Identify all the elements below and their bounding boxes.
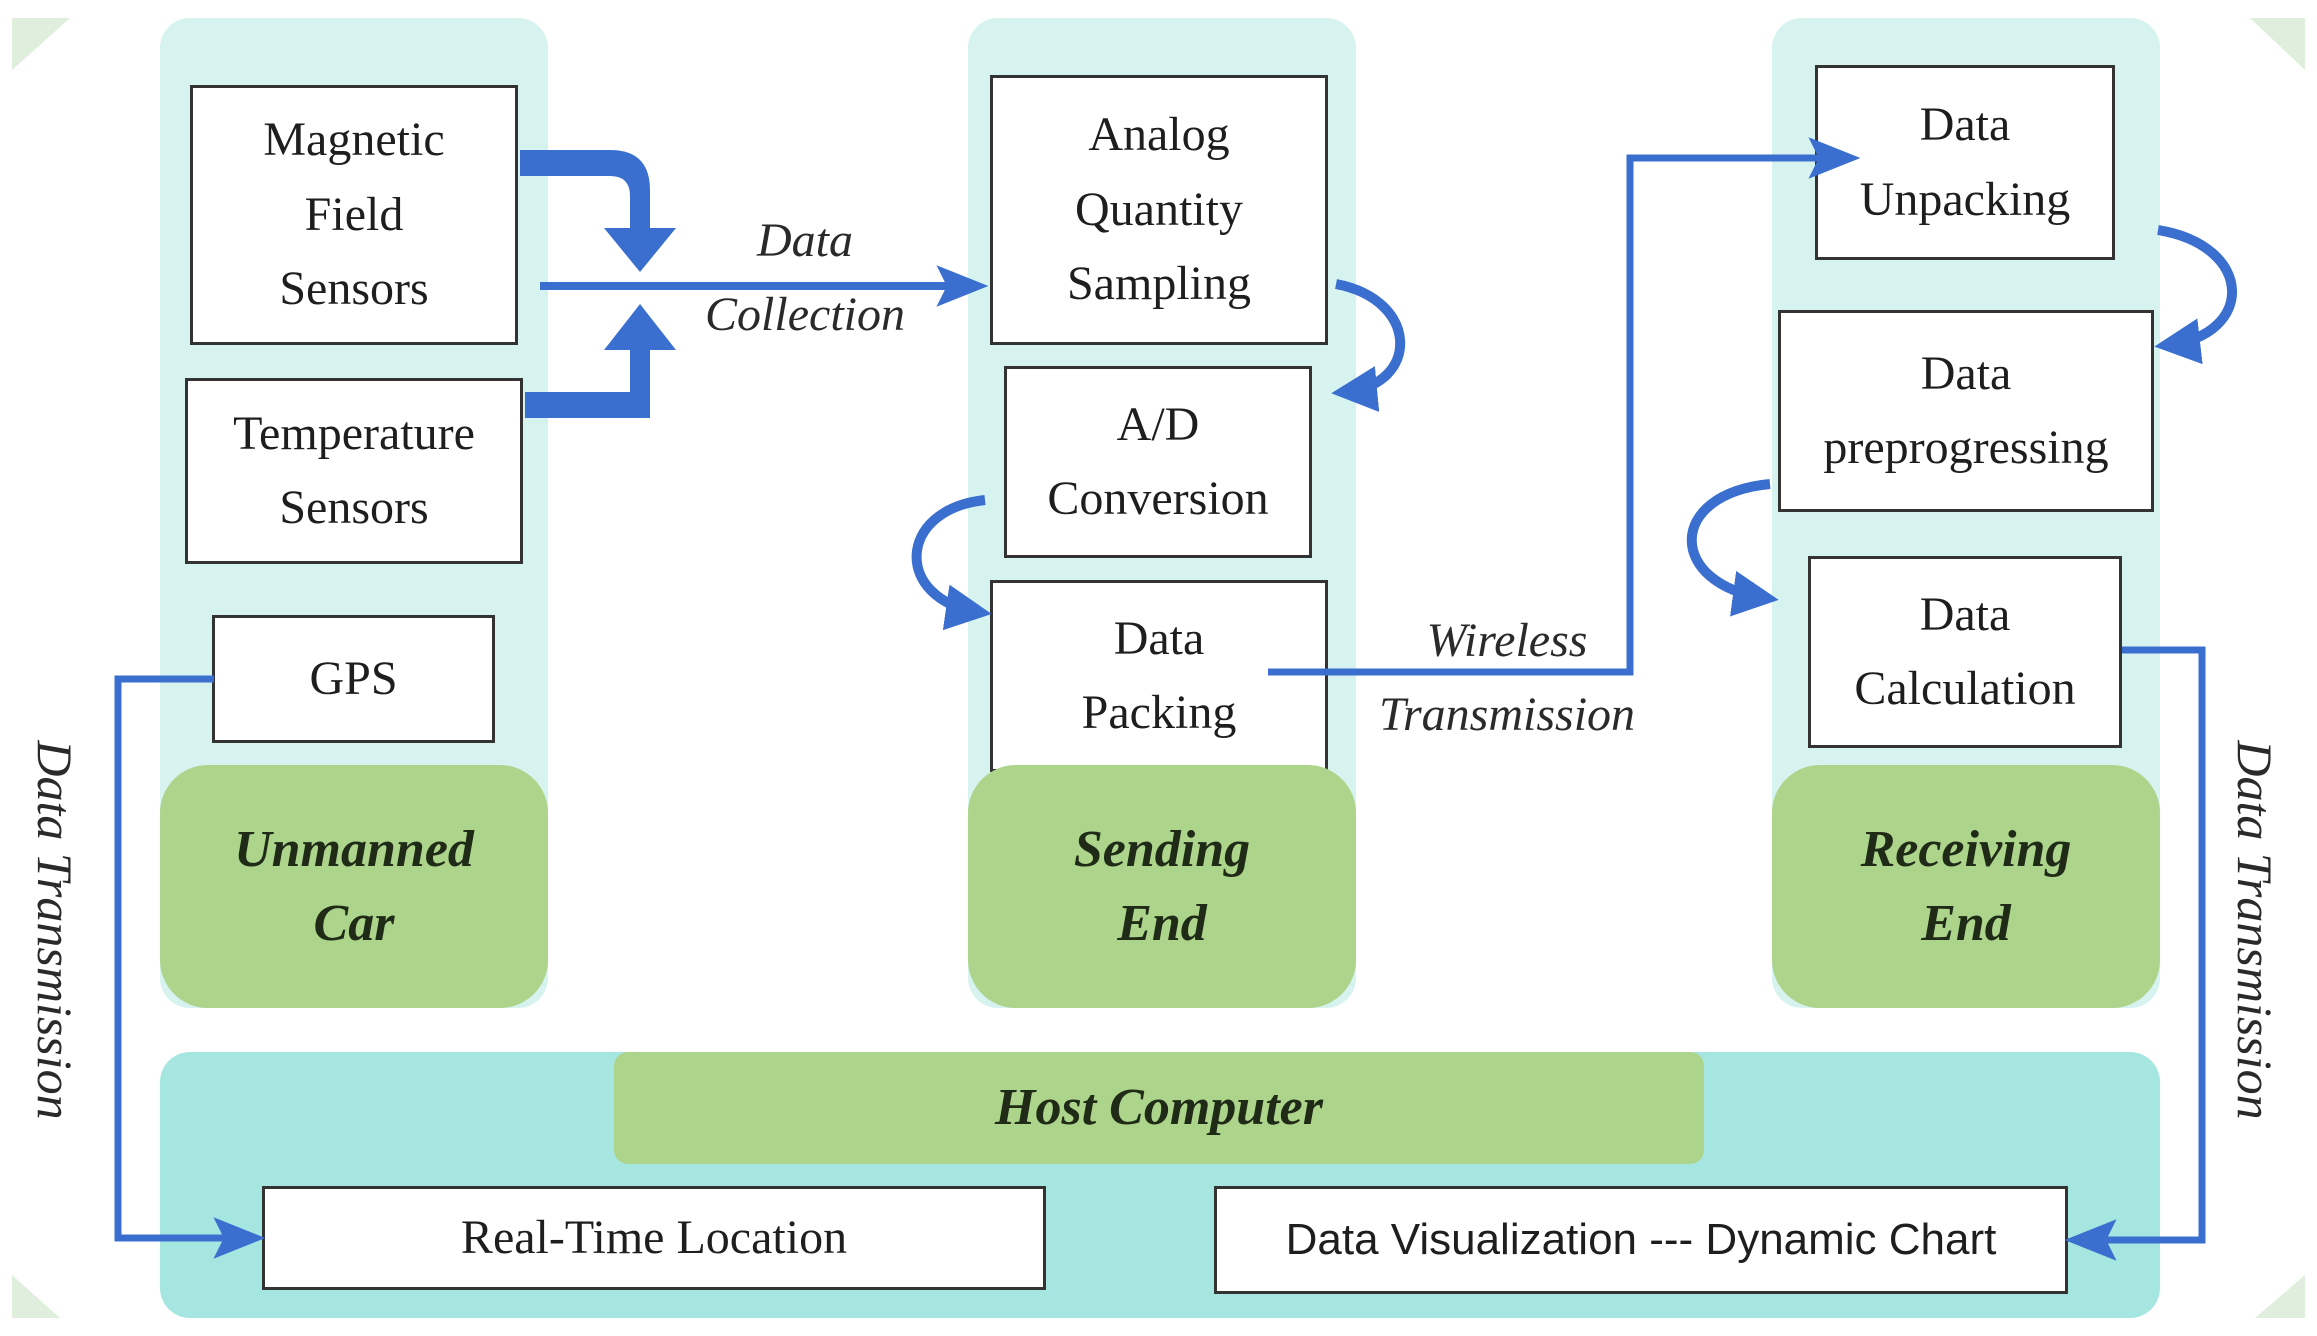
sending-end-title: Sending End [1073, 820, 1251, 952]
real-time-location-box: Real-Time Location [262, 1186, 1046, 1290]
analog-quantity-sampling-box: Analog Quantity Sampling [990, 75, 1328, 345]
data-preprogressing-box: Data preprogressing [1778, 310, 2154, 512]
data-calculation-label: Data Calculation [1854, 587, 2076, 715]
host-computer-title: Host Computer [995, 1079, 1323, 1137]
data-unpacking-label: Data Unpacking [1859, 98, 2071, 226]
data-packing-label: Data Packing [1081, 611, 1237, 739]
temperature-merge-arrow [525, 304, 676, 418]
magnetic-field-sensors-box: Magnetic Field Sensors [190, 85, 518, 345]
magnetic-merge-arrow [520, 150, 676, 272]
unmanned-car-title-block: Unmanned Car [160, 765, 548, 1008]
temperature-sensors-box: Temperature Sensors [185, 378, 523, 564]
analog-quantity-sampling-label: Analog Quantity Sampling [1066, 108, 1251, 311]
gps-box: GPS [212, 615, 495, 743]
data-visualization-label: Data Visualization --- Dynamic Chart [1285, 1214, 1997, 1264]
gps-label: GPS [309, 651, 398, 705]
ad-conversion-label: A/D Conversion [1047, 397, 1269, 525]
preprogressing-to-calculation-arrow [1686, 479, 1779, 617]
data-calculation-box: Data Calculation [1808, 556, 2122, 748]
calculation-to-visualization-arrow [2064, 646, 2206, 1261]
data-preprogressing-label: Data preprogressing [1823, 346, 2109, 474]
temperature-sensors-label: Temperature Sensors [233, 406, 475, 534]
real-time-location-label: Real-Time Location [460, 1210, 848, 1264]
gps-to-location-arrow [114, 675, 266, 1259]
receiving-end-title: Receiving End [1860, 820, 2072, 952]
wireless-transmission-arrow [1268, 137, 1861, 676]
data-unpacking-box: Data Unpacking [1815, 65, 2115, 260]
data-visualization-box: Data Visualization --- Dynamic Chart [1214, 1186, 2068, 1294]
sending-end-title-block: Sending End [968, 765, 1356, 1008]
magnetic-field-sensors-label: Magnetic Field Sensors [263, 113, 445, 316]
unpacking-to-preprogressing-arrow [2154, 225, 2237, 365]
ad-conversion-box: A/D Conversion [1004, 366, 1312, 558]
ad-to-packing-arrow [911, 495, 992, 631]
host-computer-title-block: Host Computer [614, 1052, 1704, 1164]
wireless-transmission-label: Wireless Transmission [1378, 614, 1636, 742]
sampling-to-ad-arrow [1331, 279, 1406, 412]
data-collection-label: Data Collection [705, 214, 905, 342]
data-packing-box: Data Packing [990, 580, 1328, 772]
receiving-end-title-block: Receiving End [1772, 765, 2160, 1008]
unmanned-car-title: Unmanned Car [234, 820, 474, 952]
